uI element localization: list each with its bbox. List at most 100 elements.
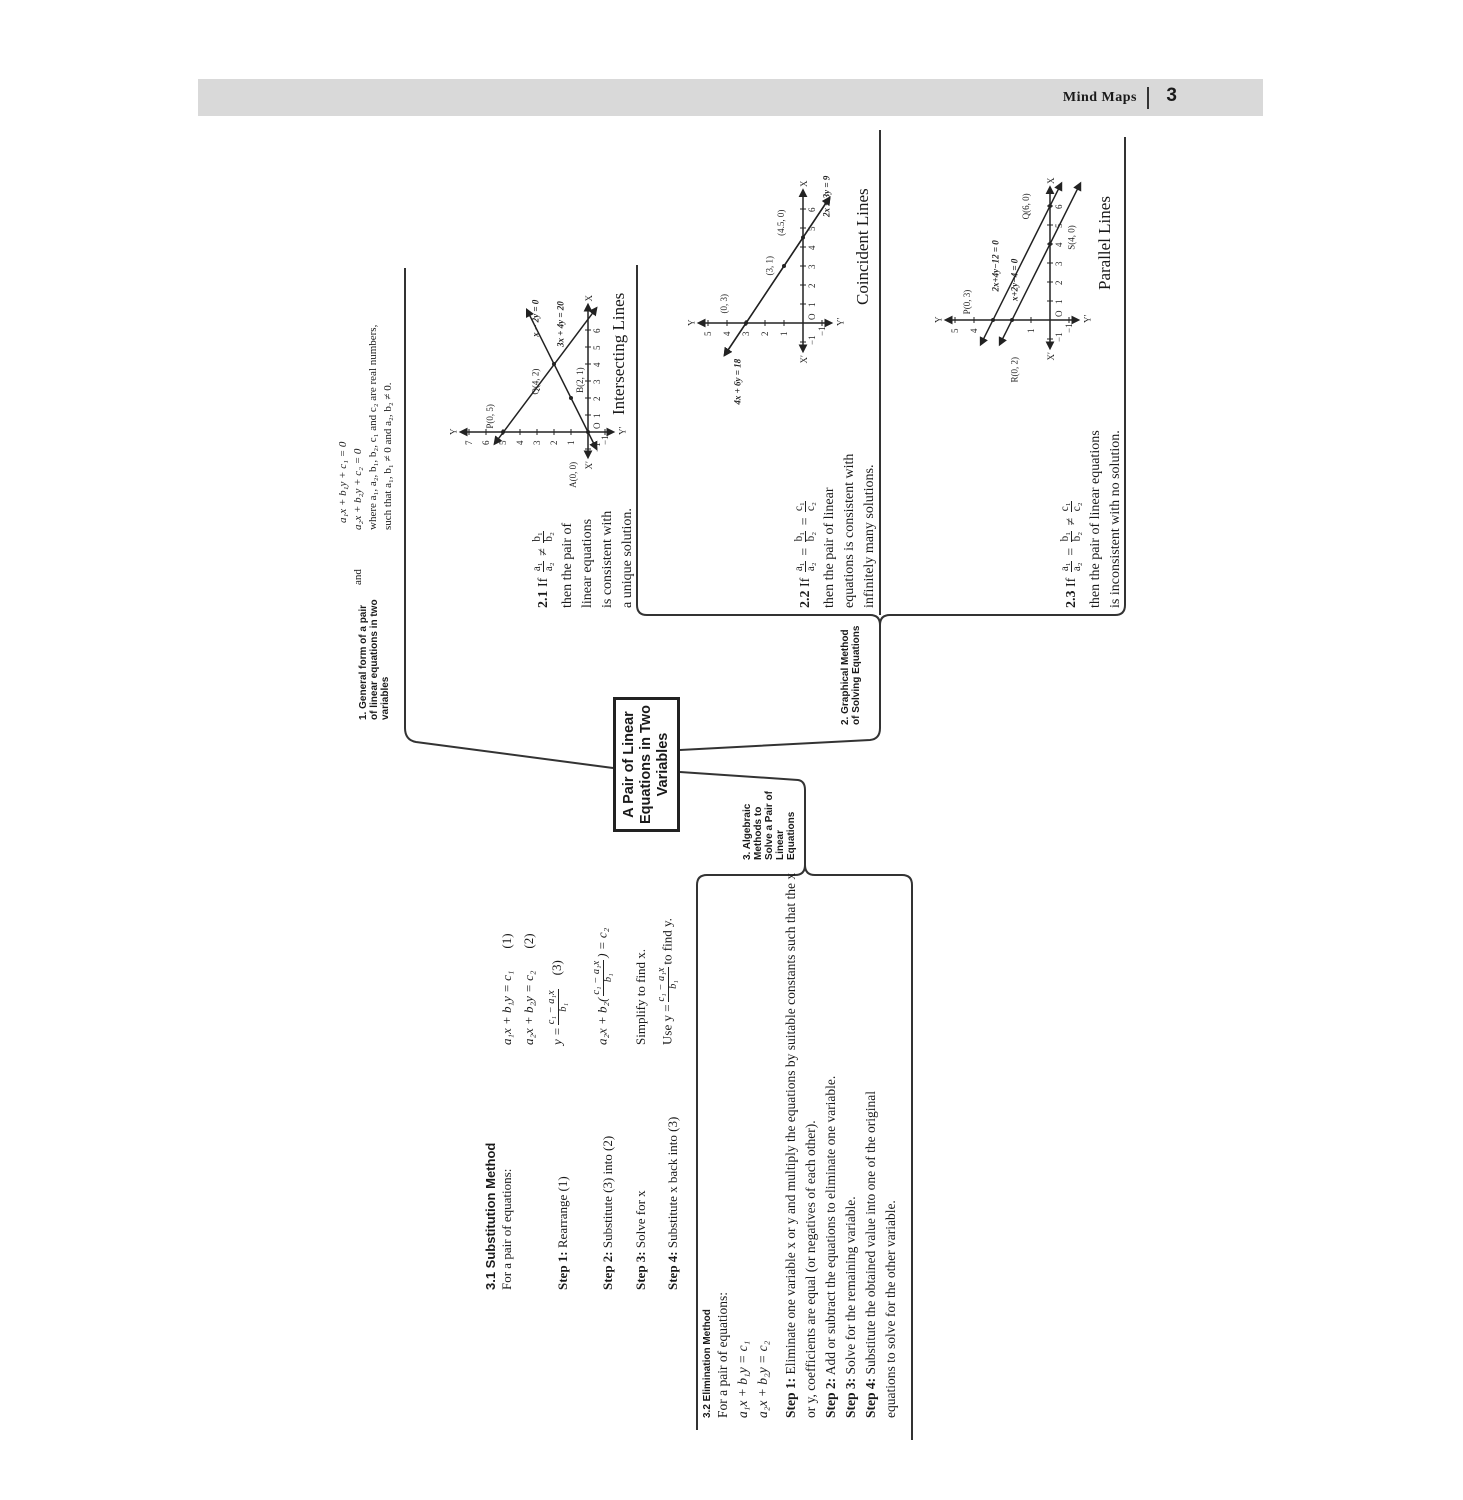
x-tick-label: 6 xyxy=(1054,204,1064,209)
elimination-step: Step 4: Substitute the obtained value in… xyxy=(861,1088,901,1418)
x-neg-axis-label: X′ xyxy=(1046,352,1056,360)
section-1-general-form: a₁x + b₁y + c₁ = 0 anda₂x + b₂y + c₂ = 0… xyxy=(336,235,396,585)
substitution-intro: For a pair of equations: xyxy=(499,1168,514,1290)
case-number: 2.2 xyxy=(798,590,813,609)
graph-title-parallel: Parallel Lines xyxy=(1095,196,1114,290)
connector-section-1 xyxy=(404,268,614,769)
connector-section-2 xyxy=(636,130,1126,751)
where-text: where a₁, a₂, b₁, b₂, c₁ and c₂ are real… xyxy=(367,324,379,530)
origin-label: O xyxy=(807,313,817,320)
case-text-line: then the pair of linear equations xyxy=(1088,430,1103,608)
x-tick-label: 6 xyxy=(807,207,817,212)
point-marker xyxy=(552,362,556,366)
point-label: (3, 1) xyxy=(765,256,775,276)
x-tick-label: 1 xyxy=(807,303,817,308)
step-label: Step 3: xyxy=(843,1377,858,1418)
x-tick-label: 1 xyxy=(1054,300,1064,305)
point-marker xyxy=(1010,318,1014,322)
elimination-method: 3.2 Elimination Method For a pair of equ… xyxy=(702,863,901,1418)
eq-tag: (3) xyxy=(549,960,565,976)
math: ) = c₂ xyxy=(594,927,610,958)
y-neg-axis-label: Y′ xyxy=(618,427,628,435)
y-axis-label: Y xyxy=(934,316,944,323)
graph-title-intersecting: Intersecting Lines xyxy=(609,292,628,415)
case-text-line: then the pair of xyxy=(560,522,575,608)
point-label: B(2, 1) xyxy=(575,367,585,393)
x-tick-label: −1 xyxy=(807,335,817,345)
such-that-text: such that a₁, b₁ ≠ 0 and a₂, b₂ ≠ 0. xyxy=(382,382,394,530)
y-tick-label: 5 xyxy=(498,440,508,445)
y-axis-label: Y xyxy=(687,319,697,326)
point-label: Q(6, 0) xyxy=(1021,193,1031,219)
substitution-method: 3.1 Substitution Method For a pair of eq… xyxy=(483,880,695,1290)
point-marker xyxy=(501,430,505,434)
case-text-line: is inconsistent with no solution. xyxy=(1108,430,1123,608)
step-text: Substitute x back into (3) xyxy=(665,1116,680,1249)
point-marker xyxy=(782,264,786,268)
x-tick-label: 4 xyxy=(1054,242,1064,247)
graph-title-coincident: Coincident Lines xyxy=(853,188,872,305)
point-marker xyxy=(744,321,748,325)
x-tick-label: 4 xyxy=(592,362,602,367)
step-label: Step 2: xyxy=(823,1377,838,1418)
case-text-line: then the pair of linear xyxy=(822,487,837,608)
line-equation-label: 4x + 6y = 18 xyxy=(732,358,742,405)
step-text: Eliminate one variable x or y and multip… xyxy=(783,872,818,1418)
case-text-line: equations is consistent with xyxy=(842,453,857,608)
point-label: (4.5, 0) xyxy=(776,210,786,236)
line-equation-label: 2x + 3y = 9 xyxy=(822,175,832,218)
x-tick-label: 2 xyxy=(807,284,817,289)
point-label: Q(4, 2) xyxy=(531,369,541,395)
point-label: R(0, 2) xyxy=(1010,357,1020,383)
x-axis-label: X xyxy=(1046,177,1056,184)
math: Use y = xyxy=(659,1004,675,1045)
x-neg-axis-label: X′ xyxy=(799,355,809,363)
y-tick-label: −1 xyxy=(817,326,827,336)
case-text-line: infinitely many solutions. xyxy=(862,464,877,609)
step-label: Step 4: xyxy=(863,1377,878,1418)
y-tick-label: 4 xyxy=(515,440,525,445)
general-eq-2: a₂x + b₂y + c₂ = 0 xyxy=(352,448,364,530)
y-tick-label: 6 xyxy=(481,440,491,445)
x-tick-label: 6 xyxy=(592,328,602,333)
step-label: Step 2: xyxy=(600,1251,615,1290)
step-text: Substitute the obtained value into one o… xyxy=(863,1091,898,1418)
substitution-title: 3.1 Substitution Method xyxy=(483,1142,498,1290)
header-divider xyxy=(1147,87,1149,109)
operator: ≠ xyxy=(1064,517,1079,526)
section-3-label: 3. Algebraic Methods to Solve a Pair of … xyxy=(742,791,797,860)
x-axis-label: X xyxy=(799,180,809,187)
elimination-intro: For a pair of equations: xyxy=(715,1292,730,1418)
operator: ≠ xyxy=(536,548,551,556)
equation-line xyxy=(723,196,831,357)
page-header: Mind Maps 3 xyxy=(198,79,1263,116)
point-label: A(0, 0) xyxy=(568,462,578,488)
step-text: Solve for the remaining variable. xyxy=(843,1196,858,1375)
case-text-line: a unique solution. xyxy=(620,508,635,608)
y-tick-label: −1 xyxy=(1064,323,1074,333)
y-tick-label: 4 xyxy=(969,328,979,333)
origin-label: O xyxy=(1054,310,1064,317)
y-tick-label: 2 xyxy=(760,332,770,337)
case-number: 2.3 xyxy=(1064,590,1079,609)
case-number: 2.1 xyxy=(536,590,551,609)
point-label: (0, 3) xyxy=(719,294,729,314)
y-tick-label: 1 xyxy=(779,332,789,337)
y-tick-label: 3 xyxy=(741,331,751,336)
and-text: and xyxy=(352,569,364,585)
step-math: Simplify to find x. xyxy=(633,948,648,1045)
y-neg-axis-label: Y′ xyxy=(836,318,846,326)
operator: = xyxy=(798,547,813,556)
math: to find y. xyxy=(659,918,675,965)
point-label: P(0, 3) xyxy=(962,290,972,315)
